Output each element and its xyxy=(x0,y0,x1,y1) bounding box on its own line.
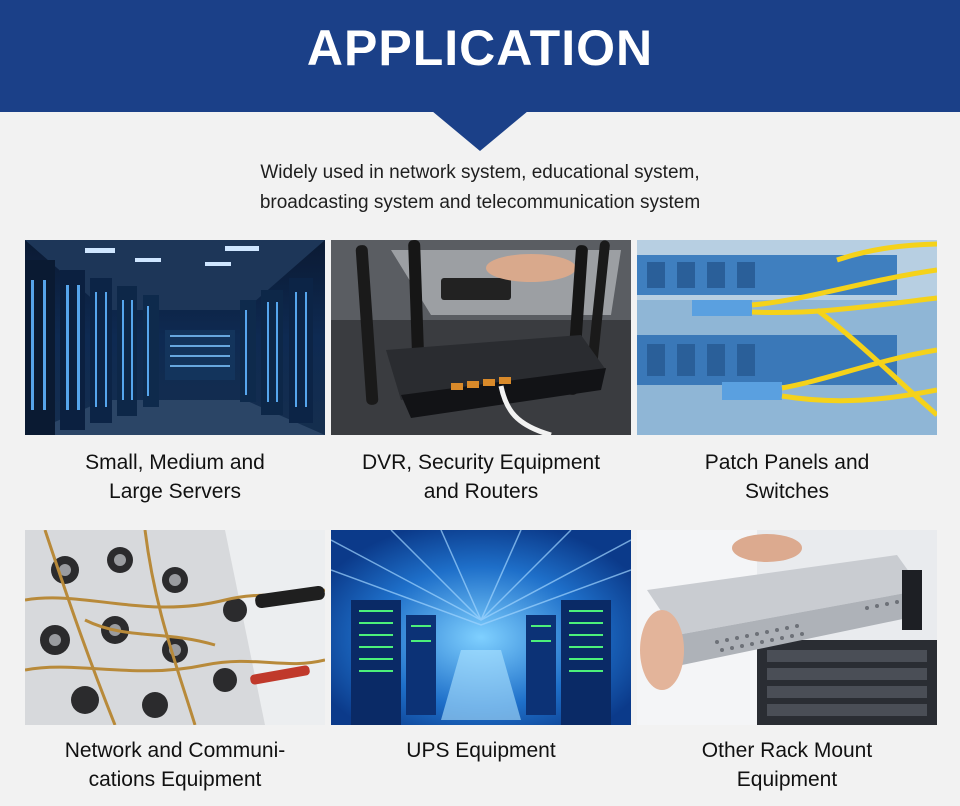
rack-mount-photo xyxy=(637,530,937,725)
application-caption: Small, Medium and Large Servers xyxy=(85,451,265,503)
network-cabling-photo xyxy=(25,530,325,725)
ups-datacenter-photo xyxy=(331,530,631,725)
application-caption: UPS Equipment xyxy=(406,739,556,762)
application-caption: Network and Communi- cations Equipment xyxy=(64,739,286,791)
intro-line-2: broadcasting system and telecommunicatio… xyxy=(259,192,701,213)
server-room-photo xyxy=(25,240,325,435)
intro-line-1: Widely used in network system, education… xyxy=(260,162,700,183)
banner-pointer xyxy=(432,111,528,151)
application-caption: Other Rack Mount Equipment xyxy=(701,739,873,791)
application-caption: Patch Panels and Switches xyxy=(704,451,870,503)
page-title: APPLICATION xyxy=(306,20,654,76)
intro-text: Widely used in network system, education… xyxy=(180,158,780,218)
patch-panel-photo xyxy=(637,240,937,435)
header-banner: APPLICATION xyxy=(0,0,960,112)
router-photo xyxy=(331,240,631,435)
application-caption: DVR, Security Equipment and Routers xyxy=(361,451,601,503)
